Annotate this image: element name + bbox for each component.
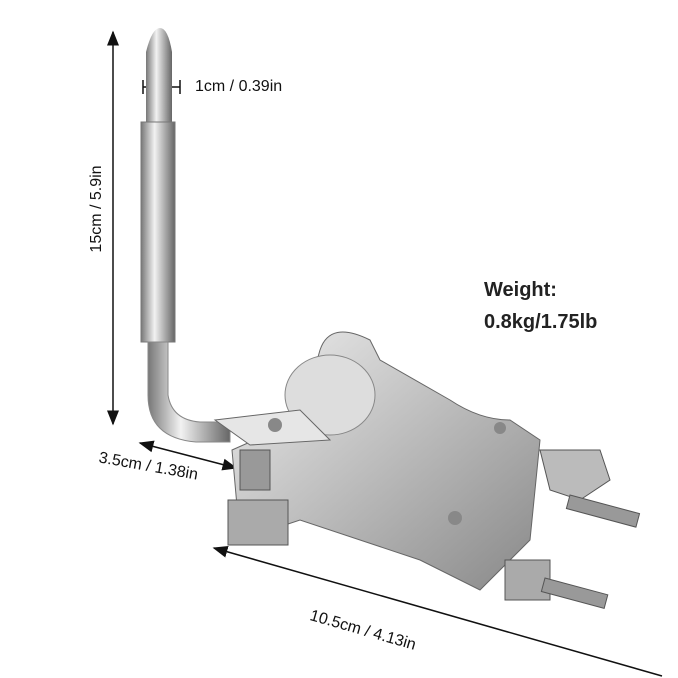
rod-diameter-label: 1cm / 0.39in [195, 78, 283, 95]
length-arrow [212, 545, 663, 677]
depth-arrow [138, 440, 238, 471]
clamp-body [213, 331, 641, 609]
weight-label: Weight: [484, 279, 557, 301]
weight-value: 0.8kg/1.75lb [484, 311, 598, 333]
l-rod [140, 28, 231, 443]
height-label: 15cm / 5.9in [88, 165, 105, 253]
